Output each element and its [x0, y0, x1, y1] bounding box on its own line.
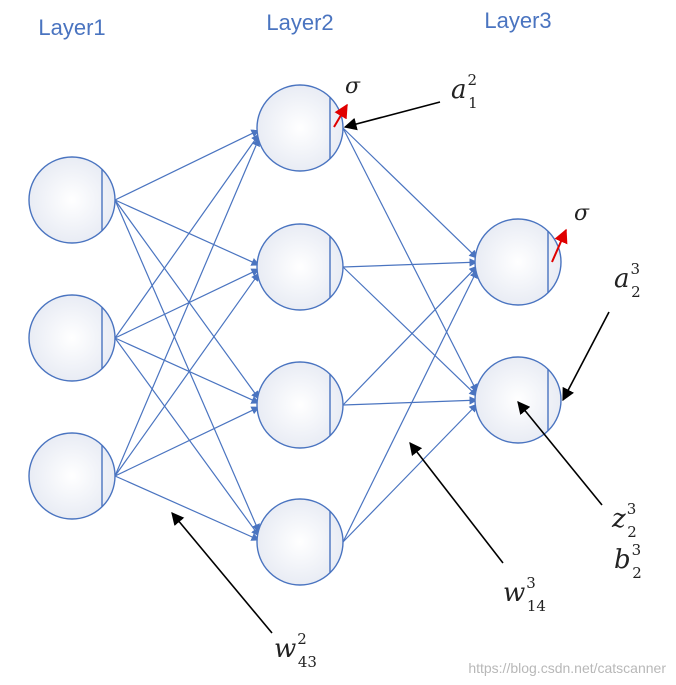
neurons — [28, 84, 562, 586]
neuron-layer2-1 — [256, 84, 344, 172]
neuron-layer2-3 — [256, 361, 344, 449]
edge-l2n3-l3n1 — [342, 265, 478, 406]
connections — [114, 127, 478, 543]
edge-l2n4-l3n2 — [342, 403, 478, 543]
edge-l1n1-l2n4 — [114, 199, 260, 533]
neuron-layer1-2 — [28, 294, 116, 382]
edge-l1n3-l2n3 — [114, 406, 260, 477]
edge-l1n2-l2n3 — [114, 337, 260, 404]
edge-l2n1-l3n1 — [342, 127, 478, 259]
edge-l2n2-l3n1 — [342, 258, 478, 268]
edge-l1n2-l2n4 — [114, 337, 260, 537]
neuron-layer2-4 — [256, 498, 344, 586]
edge-l2n1-l3n2 — [342, 127, 478, 393]
neuron-layer3-2 — [474, 356, 562, 444]
sigma-marker-layer3-neuron1: σ — [551, 201, 590, 263]
neuron-layer1-1 — [28, 156, 116, 244]
edge-l1n3-l2n1 — [114, 137, 260, 477]
annotation-arrow-z23 — [517, 401, 603, 506]
annotation-arrow-a12 — [343, 101, 441, 131]
sigma-label: σ — [345, 74, 361, 99]
neuron-layer1-3 — [28, 432, 116, 520]
edge-l1n2-l2n1 — [114, 133, 260, 339]
edge-l1n3-l2n4 — [114, 475, 260, 541]
edge-l2n2-l3n2 — [342, 266, 478, 397]
edge-l1n1-l2n1 — [114, 129, 260, 201]
layer2-title: Layer2 — [266, 10, 333, 35]
sigma-marker-layer2-neuron1: σ — [333, 74, 361, 128]
edge-l1n1-l2n3 — [114, 199, 260, 400]
edge-l1n2-l2n2 — [114, 268, 260, 339]
edge-l2n3-l3n2 — [342, 396, 478, 406]
annotation-arrow-w432 — [171, 512, 273, 634]
watermark: https://blog.csdn.net/catscanner — [468, 660, 666, 676]
sigma-label: σ — [574, 201, 590, 226]
layer1-title: Layer1 — [38, 15, 105, 40]
edge-l2n4-l3n1 — [342, 269, 478, 543]
neuron-layer2-2 — [256, 223, 344, 311]
annotation-arrow-w143 — [409, 441, 504, 564]
edge-l1n1-l2n2 — [114, 199, 260, 266]
neuron-layer3-1 — [474, 218, 562, 306]
annotation-arrow-a23 — [562, 311, 610, 402]
edge-l1n3-l2n2 — [114, 272, 260, 477]
layer3-title: Layer3 — [484, 8, 551, 33]
